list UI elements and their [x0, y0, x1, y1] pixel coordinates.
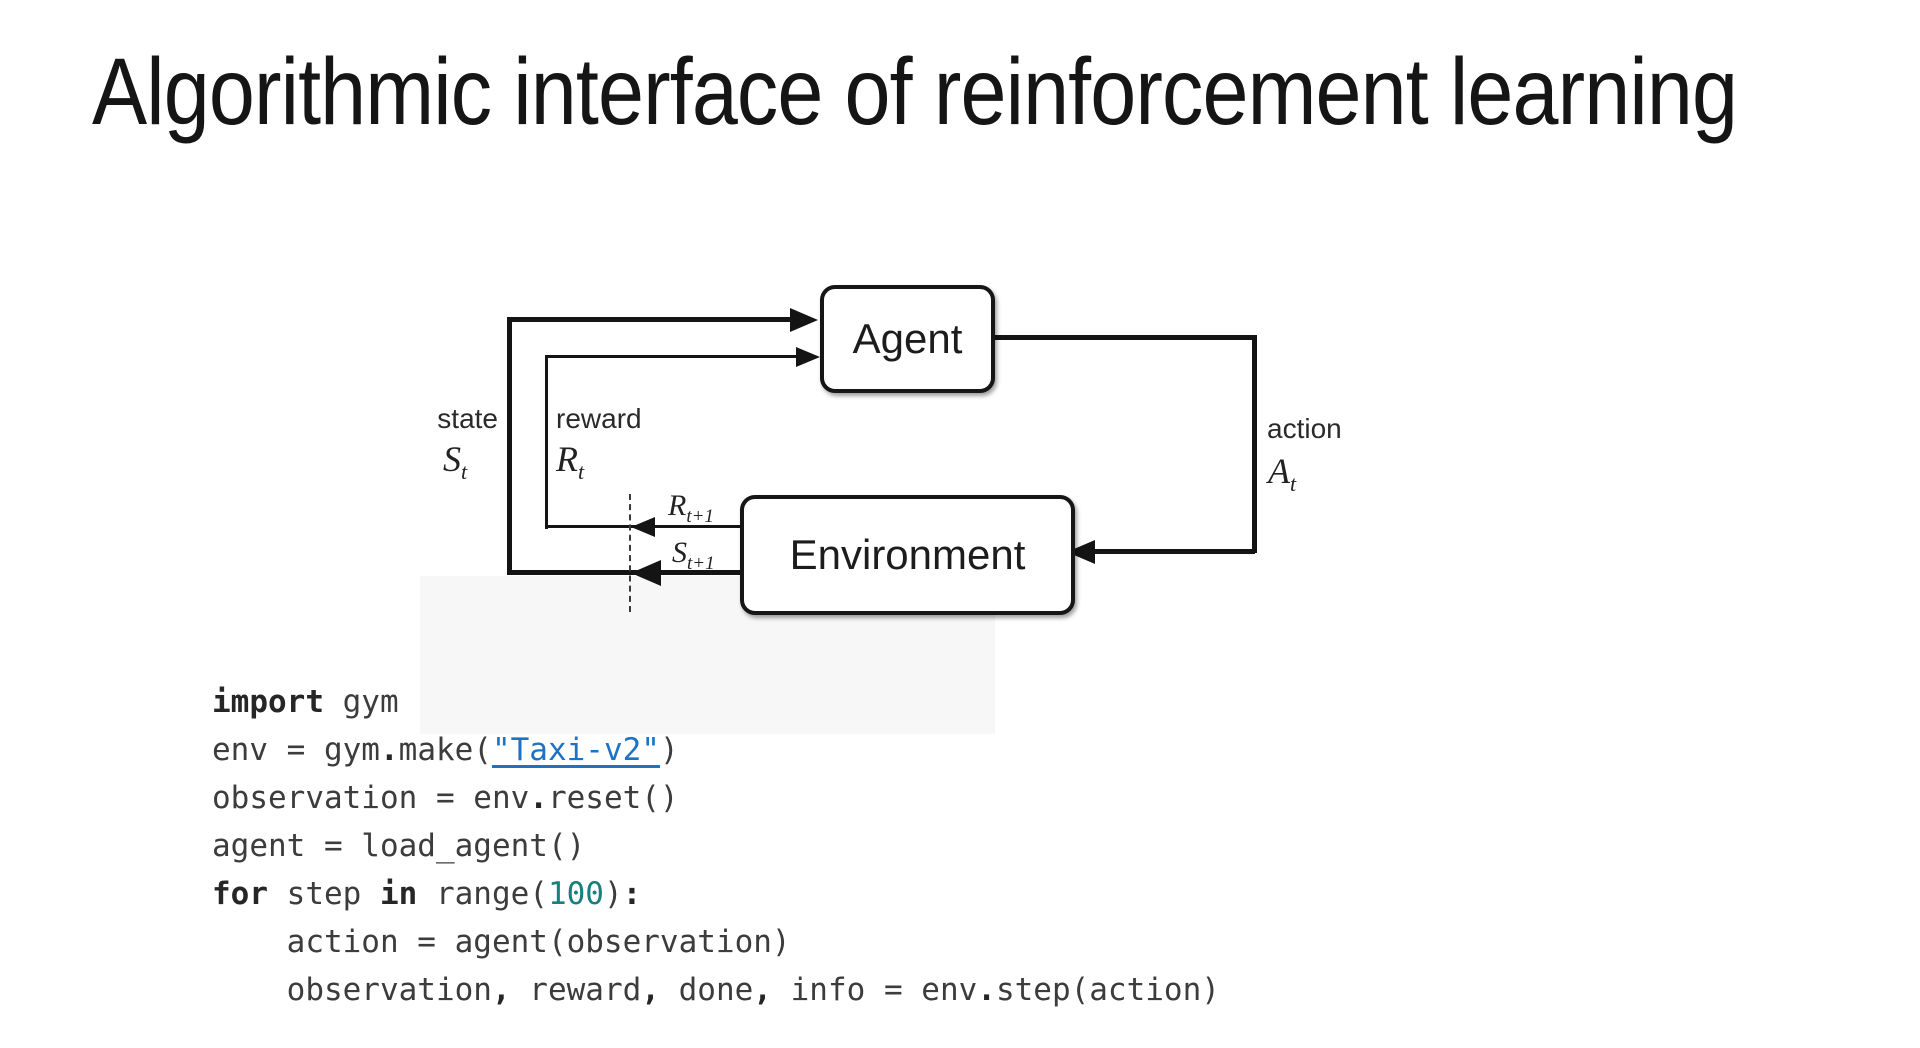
action-label: action: [1267, 413, 1342, 444]
state-arrowhead-icon: [790, 308, 818, 332]
code-token: observation = env: [212, 780, 530, 816]
code-token: ,: [641, 972, 660, 1008]
action-line-top: [987, 335, 1257, 340]
code-line: observation = env.reset(): [212, 774, 1220, 822]
agent-box: Agent: [820, 285, 995, 393]
action-line-vertical: [1252, 335, 1257, 553]
code-line: import gym: [212, 678, 1220, 726]
code-token: import: [212, 684, 324, 720]
time-step-dashed-line: [629, 494, 631, 612]
taxi-v2-link[interactable]: "Taxi-v2": [491, 732, 660, 768]
code-token: done: [659, 972, 754, 1008]
code-token: .: [977, 972, 996, 1008]
code-token: gym: [323, 684, 399, 720]
code-line: observation, reward, done, info = env.st…: [212, 966, 1220, 1014]
next-reward-symbol: Rt+1: [668, 489, 714, 527]
code-line: agent = load_agent(): [212, 822, 1220, 870]
code-token: step(action): [995, 972, 1220, 1008]
next-state-symbol: St+1: [672, 536, 715, 574]
code-line: for step in range(100):: [212, 870, 1220, 918]
code-line: action = agent(observation): [212, 918, 1220, 966]
code-token: .: [529, 780, 548, 816]
state-label: state: [437, 403, 498, 434]
reward-loop-vertical-line: [545, 355, 548, 529]
reward-arrowhead-icon: [796, 347, 820, 367]
next-state-line: [507, 570, 740, 575]
code-token: range(: [417, 876, 548, 912]
code-token: ): [603, 876, 623, 912]
state-loop-vertical-line: [507, 317, 512, 575]
code-token: :: [622, 876, 642, 912]
next-reward-arrowhead-icon: [631, 517, 655, 537]
code-token: make(: [398, 732, 492, 768]
environment-box: Environment: [740, 495, 1075, 615]
code-token: .: [379, 732, 399, 768]
code-token: env = gym: [212, 732, 380, 768]
code-token: ,: [753, 972, 772, 1008]
code-token: info = env: [771, 972, 978, 1008]
agent-box-label: Agent: [852, 315, 963, 362]
code-token: in: [379, 876, 418, 912]
environment-box-label: Environment: [789, 531, 1026, 578]
reward-label: reward: [556, 403, 642, 434]
code-token: observation: [212, 972, 492, 1008]
next-state-arrowhead-icon: [631, 560, 661, 586]
code-token: action = agent(observation): [212, 924, 791, 960]
code-token: ): [659, 732, 679, 768]
slide-title: Algorithmic interface of reinforcement l…: [92, 39, 1738, 145]
code-token: reward: [510, 972, 642, 1008]
action-symbol: At: [1268, 451, 1297, 497]
code-token: 100: [547, 876, 604, 912]
action-line-bottom: [1090, 549, 1255, 554]
code-token: reset(): [547, 780, 679, 816]
code-token: ,: [491, 972, 511, 1008]
code-token: for: [212, 876, 268, 912]
code-token: step: [268, 876, 380, 912]
code-line: env = gym.make("Taxi-v2"): [212, 726, 1220, 774]
code-token: agent = load_agent(): [212, 828, 586, 864]
state-symbol: St: [443, 439, 468, 485]
reward-arrow-line: [545, 355, 798, 358]
reward-symbol: Rt: [556, 439, 585, 485]
state-arrow-line: [507, 317, 792, 322]
